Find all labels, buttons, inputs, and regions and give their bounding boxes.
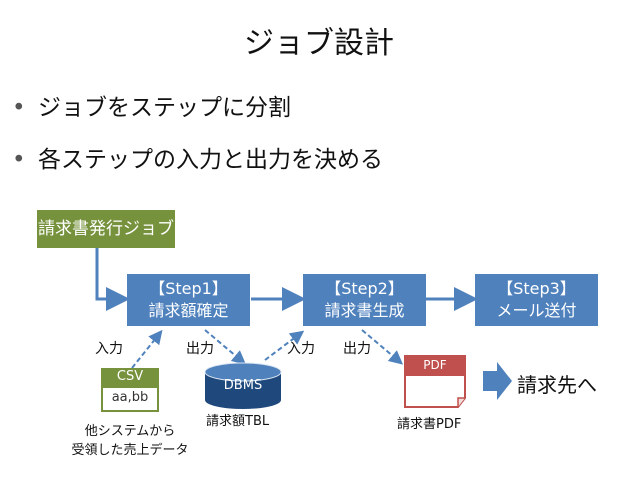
pdf-document-icon	[404, 355, 466, 408]
step3-box: 【Step3】 メール送付	[475, 274, 598, 326]
step2-output-arrow	[361, 329, 404, 365]
csv-file-header: CSV	[101, 368, 159, 386]
bullet-dot: •	[12, 95, 26, 121]
job-box: 請求書発行ジョブ	[37, 210, 175, 248]
destination-arrow-icon	[483, 362, 512, 400]
dbms-caption: 請求額TBL	[206, 414, 270, 429]
bullet-item-2: • 各ステップの入力と出力を決める	[12, 140, 383, 174]
step2-label: 【Step2】	[325, 279, 404, 298]
bullet-dot: •	[12, 147, 26, 173]
bullet-item-1: • ジョブをステップに分割	[12, 88, 291, 122]
output-label-2: 出力	[343, 341, 371, 357]
step1-sub: 請求額確定	[148, 301, 229, 320]
pdf-caption: 請求書PDF	[397, 417, 462, 432]
csv-caption-line1: 他システムから	[84, 424, 176, 439]
input-label-2: 入力	[287, 341, 315, 357]
destination-label: 請求先へ	[517, 373, 597, 397]
page-title: ジョブ設計	[244, 26, 394, 61]
output-label-1: 出力	[186, 341, 214, 357]
dbms-label: DBMS	[223, 378, 263, 393]
csv-caption-line2: 受領した売上データ	[71, 443, 189, 458]
step1-label: 【Step1】	[149, 279, 228, 298]
step3-sub: メール送付	[496, 301, 577, 320]
step1-box: 【Step1】 請求額確定	[127, 274, 250, 326]
step1-output-arrow	[204, 329, 247, 365]
step3-label: 【Step3】	[497, 279, 576, 298]
pdf-label: PDF	[423, 358, 447, 372]
dbms-cylinder-icon	[204, 362, 282, 409]
step2-sub: 請求書生成	[324, 301, 405, 320]
input-label-1: 入力	[95, 341, 123, 357]
csv-file-body: aa,bb	[101, 386, 159, 412]
job-to-step1-connector	[95, 248, 130, 311]
csv-input-arrow	[131, 329, 163, 369]
step2-box: 【Step2】 請求書生成	[303, 274, 426, 326]
bullet-text: ジョブをステップに分割	[38, 95, 291, 121]
bullet-text: 各ステップの入力と出力を決める	[38, 147, 383, 173]
